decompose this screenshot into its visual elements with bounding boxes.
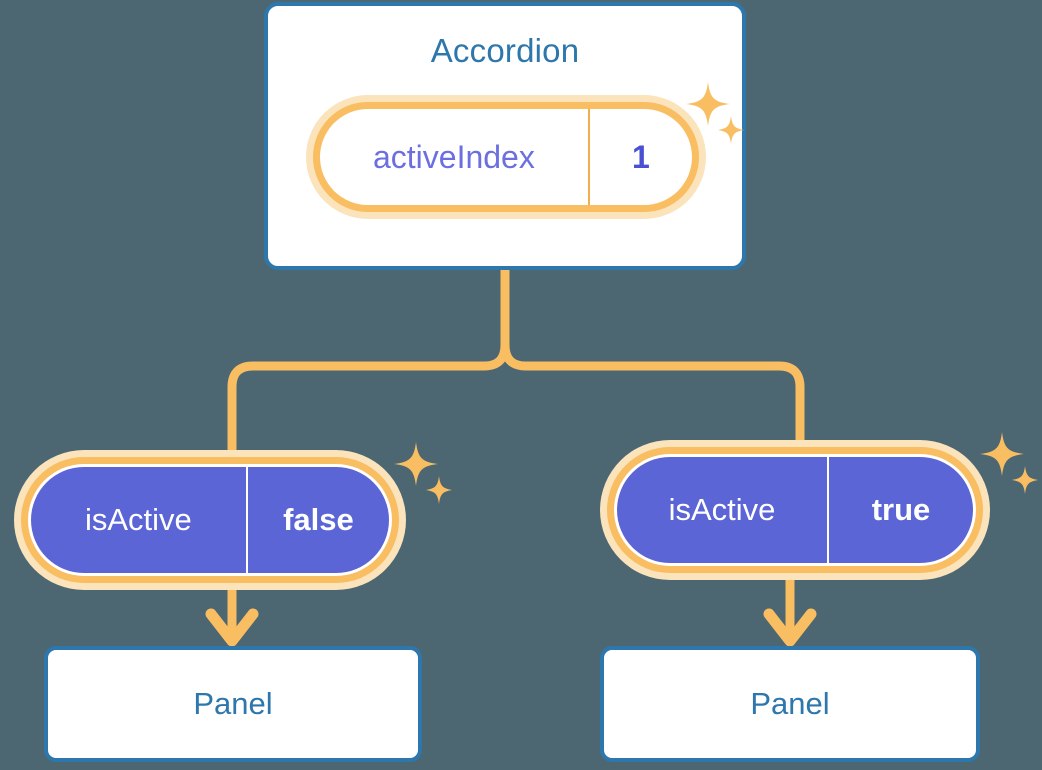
arrow-down-icon-right <box>763 578 817 647</box>
component-card-panel-right[interactable]: Panel <box>600 646 980 762</box>
connector-root-to-right <box>500 265 805 449</box>
state-value: 1 <box>632 138 650 175</box>
pill-divider <box>587 109 590 205</box>
pill-divider <box>827 457 830 563</box>
component-title: Accordion <box>430 32 580 69</box>
state-pill-active-index[interactable]: activeIndex 1 <box>306 95 706 219</box>
state-key: isActive <box>84 502 192 537</box>
sparkle-icon <box>426 476 452 504</box>
state-key: isActive <box>668 492 776 527</box>
pill-body: activeIndex 1 <box>320 109 692 205</box>
pill-divider <box>245 467 248 573</box>
component-title: Panel <box>750 686 830 721</box>
pill-body: isActive false <box>31 467 389 573</box>
arrow-down-icon-left <box>205 586 259 647</box>
state-value: false <box>283 502 354 537</box>
state-pill-is-active-true[interactable]: isActive true <box>600 440 990 580</box>
state-value: true <box>871 492 931 527</box>
sparkle-icon <box>1012 466 1038 494</box>
connector-root-to-left <box>227 265 510 459</box>
pill-body: isActive true <box>617 457 973 563</box>
component-title: Panel <box>193 686 273 721</box>
state-pill-is-active-false[interactable]: isActive false <box>14 450 406 590</box>
state-key: activeIndex <box>372 138 535 175</box>
component-card-panel-left[interactable]: Panel <box>44 646 422 762</box>
